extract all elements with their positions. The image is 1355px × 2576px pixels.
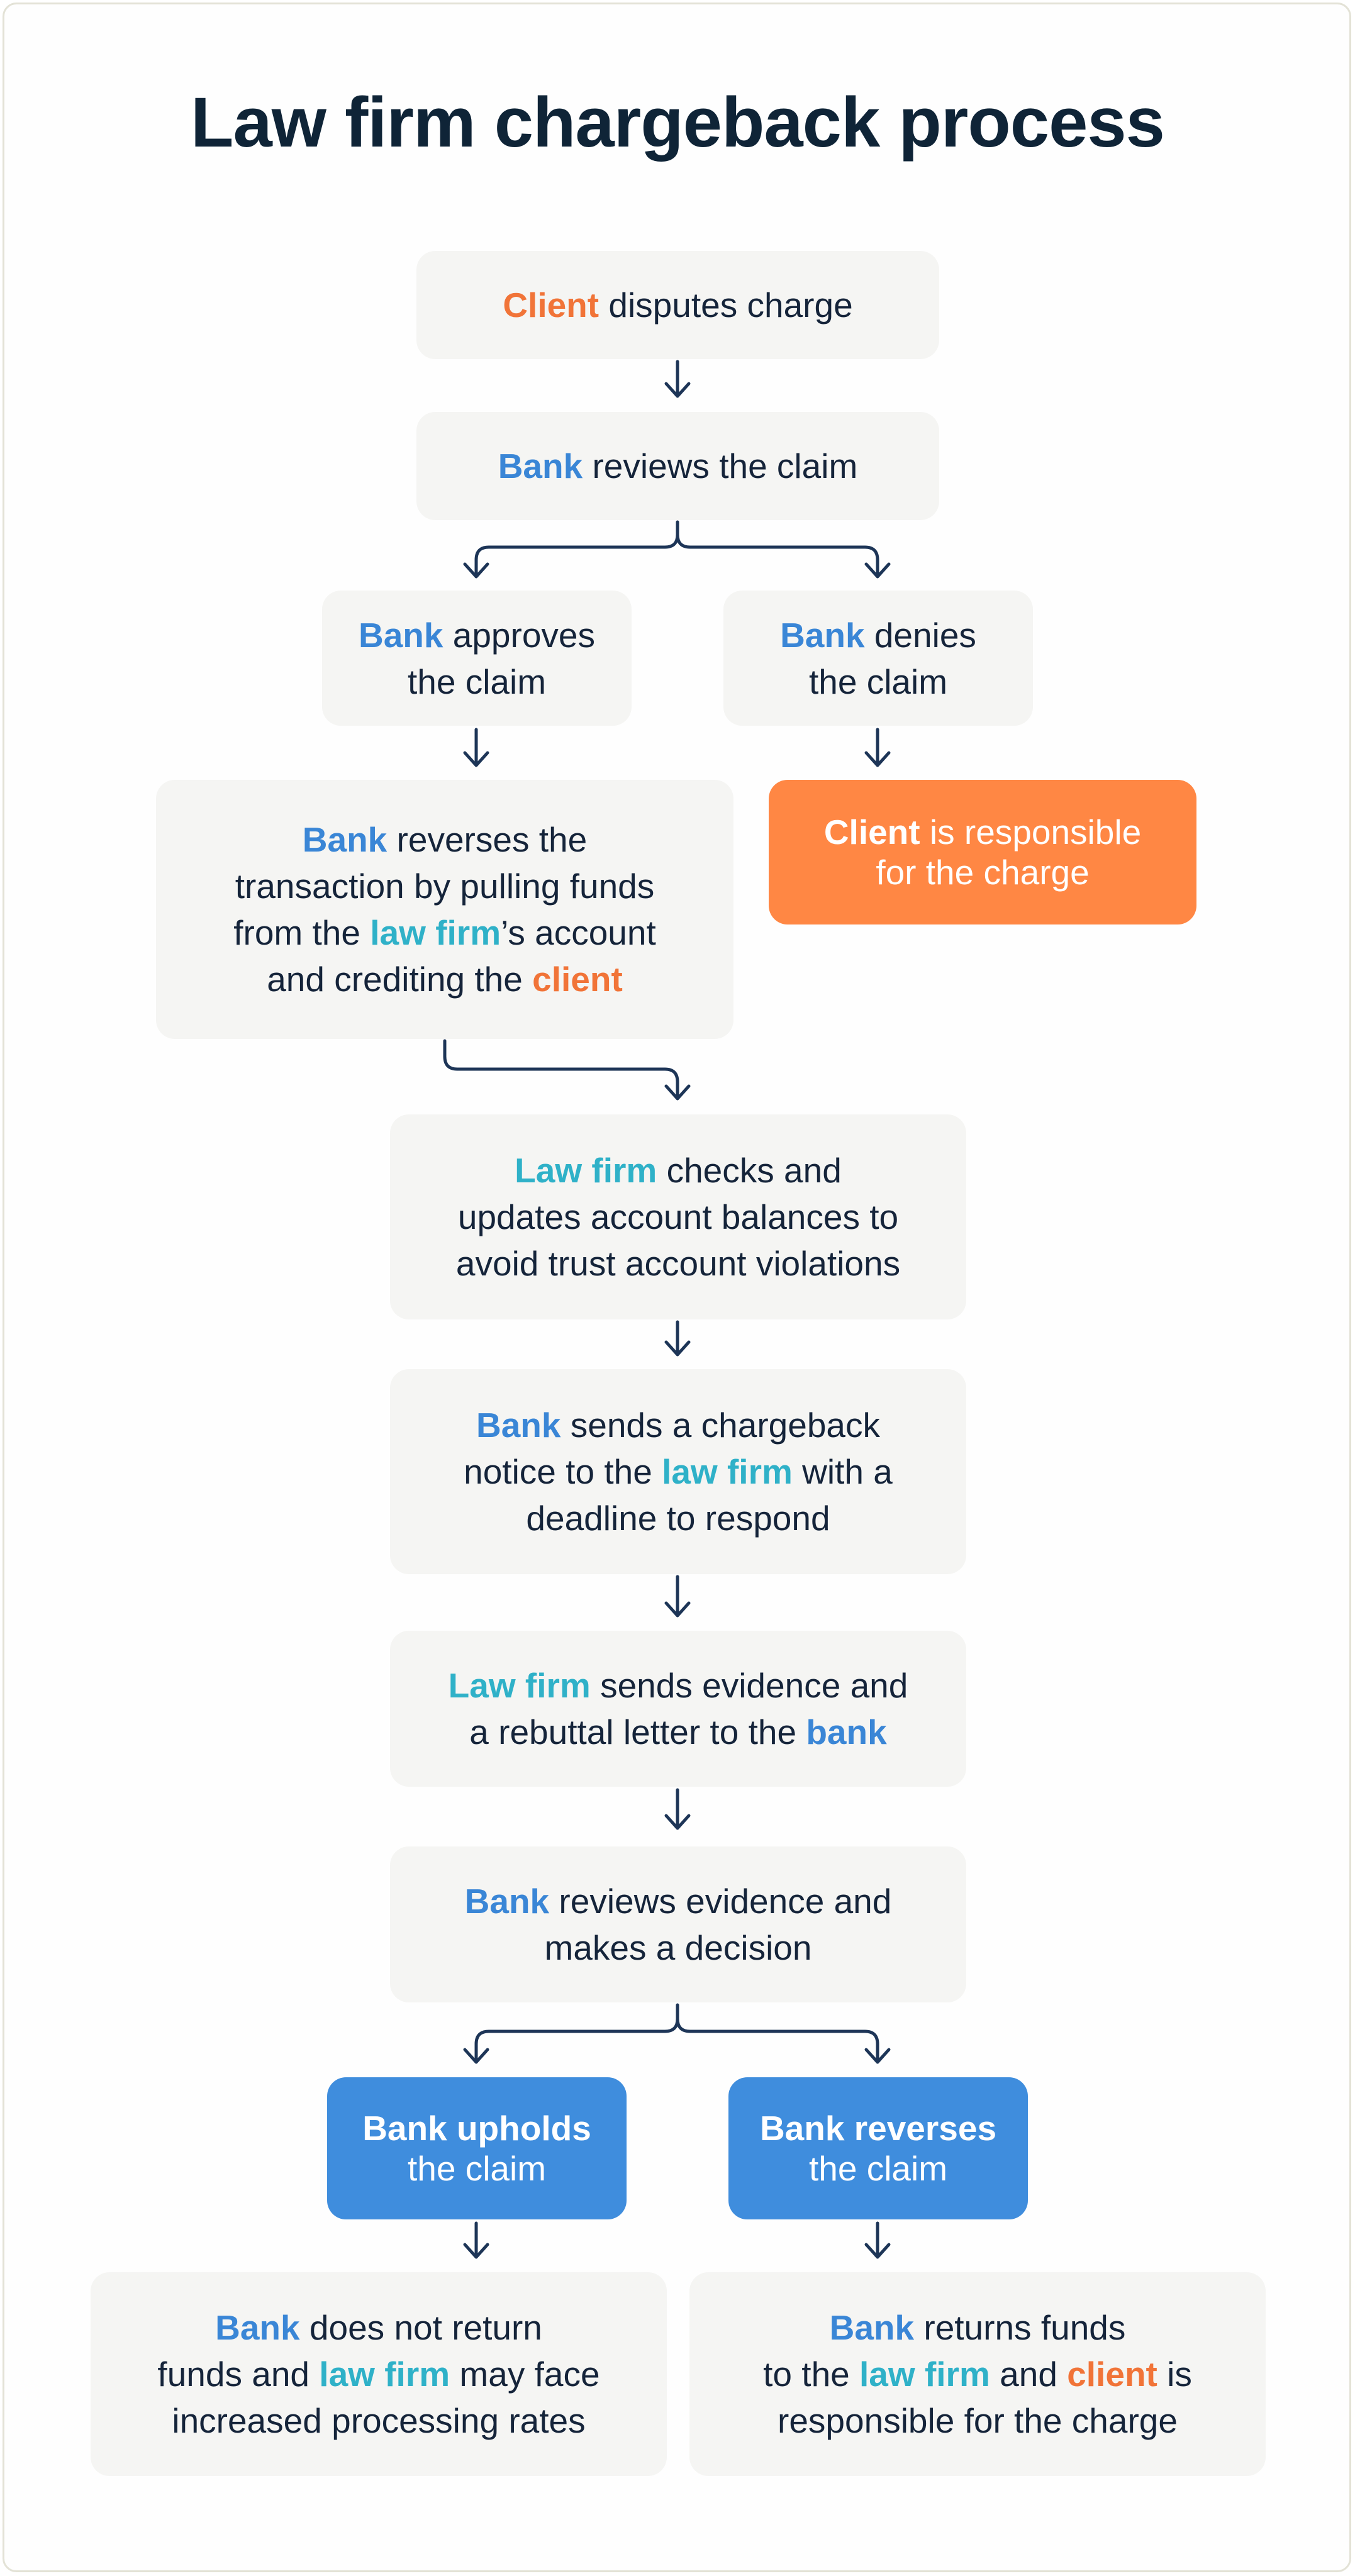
- connector-upholds: [463, 2221, 489, 2259]
- actor-client: client: [1067, 2355, 1157, 2394]
- actor-bank: Bank: [215, 2308, 300, 2347]
- actor-law-firm: law firm: [319, 2355, 450, 2394]
- connector-3: [664, 1575, 691, 1618]
- node-bank-decision: Bank reviews evidence and makes a decisi…: [390, 1846, 966, 2002]
- node-bank-reviews-claim: Bank reviews the claim: [416, 412, 939, 520]
- node-bank-upholds: Bank upholds the claim: [327, 2077, 627, 2219]
- connector-approve: [463, 728, 489, 767]
- actor-law-firm: Law firm: [515, 1151, 657, 1190]
- actor-bank: Bank: [498, 447, 583, 486]
- node-bank-reverses-claim: Bank reverses the claim: [728, 2077, 1028, 2219]
- actor-law-firm: law firm: [370, 913, 501, 952]
- node-outcome-reverses: Bank returns funds to the law firm and c…: [689, 2272, 1266, 2476]
- actor-bank: Bank: [780, 615, 865, 655]
- connector-4: [664, 1788, 691, 1830]
- node-bank-reverses-transaction: Bank reverses the transaction by pulling…: [156, 780, 733, 1039]
- node-law-firm-checks: Law firm checks and updates account bala…: [390, 1114, 966, 1319]
- connector-split-1: [463, 520, 891, 579]
- actor-bank: Bank: [476, 1406, 561, 1445]
- connector-1: [664, 360, 691, 398]
- node-bank-denies: Bank denies the claim: [723, 591, 1033, 726]
- actor-bank: Bank: [829, 2308, 915, 2347]
- node-client-disputes: Client disputes charge: [416, 251, 939, 359]
- node-outcome-upholds: Bank does not return funds and law firm …: [91, 2272, 667, 2476]
- node-client-responsible: Client is responsible for the charge: [769, 780, 1196, 924]
- actor-bank: bank: [806, 1713, 887, 1752]
- connector-deny: [864, 728, 891, 767]
- node-law-firm-evidence: Law firm sends evidence and a rebuttal l…: [390, 1631, 966, 1787]
- actor-law-firm: Law firm: [448, 1666, 591, 1705]
- node-bank-approves: Bank approves the claim: [322, 591, 632, 726]
- diagram-title: Law firm chargeback process: [191, 83, 1165, 162]
- actor-client: Client: [823, 813, 920, 852]
- actor-client: Client: [503, 286, 599, 325]
- connector-reverse-to-check: [443, 1039, 691, 1101]
- node-bank-sends-notice: Bank sends a chargeback notice to the la…: [390, 1369, 966, 1574]
- actor-law-firm: law firm: [859, 2355, 990, 2394]
- actor-client: client: [532, 960, 623, 999]
- connector-2: [664, 1320, 691, 1357]
- actor-bank: Bank: [358, 615, 443, 655]
- actor-bank: Bank: [302, 820, 388, 859]
- connector-split-2: [463, 2003, 891, 2064]
- connector-reverses: [864, 2221, 891, 2259]
- actor-bank: Bank: [464, 1882, 550, 1921]
- actor-law-firm: law firm: [662, 1452, 793, 1491]
